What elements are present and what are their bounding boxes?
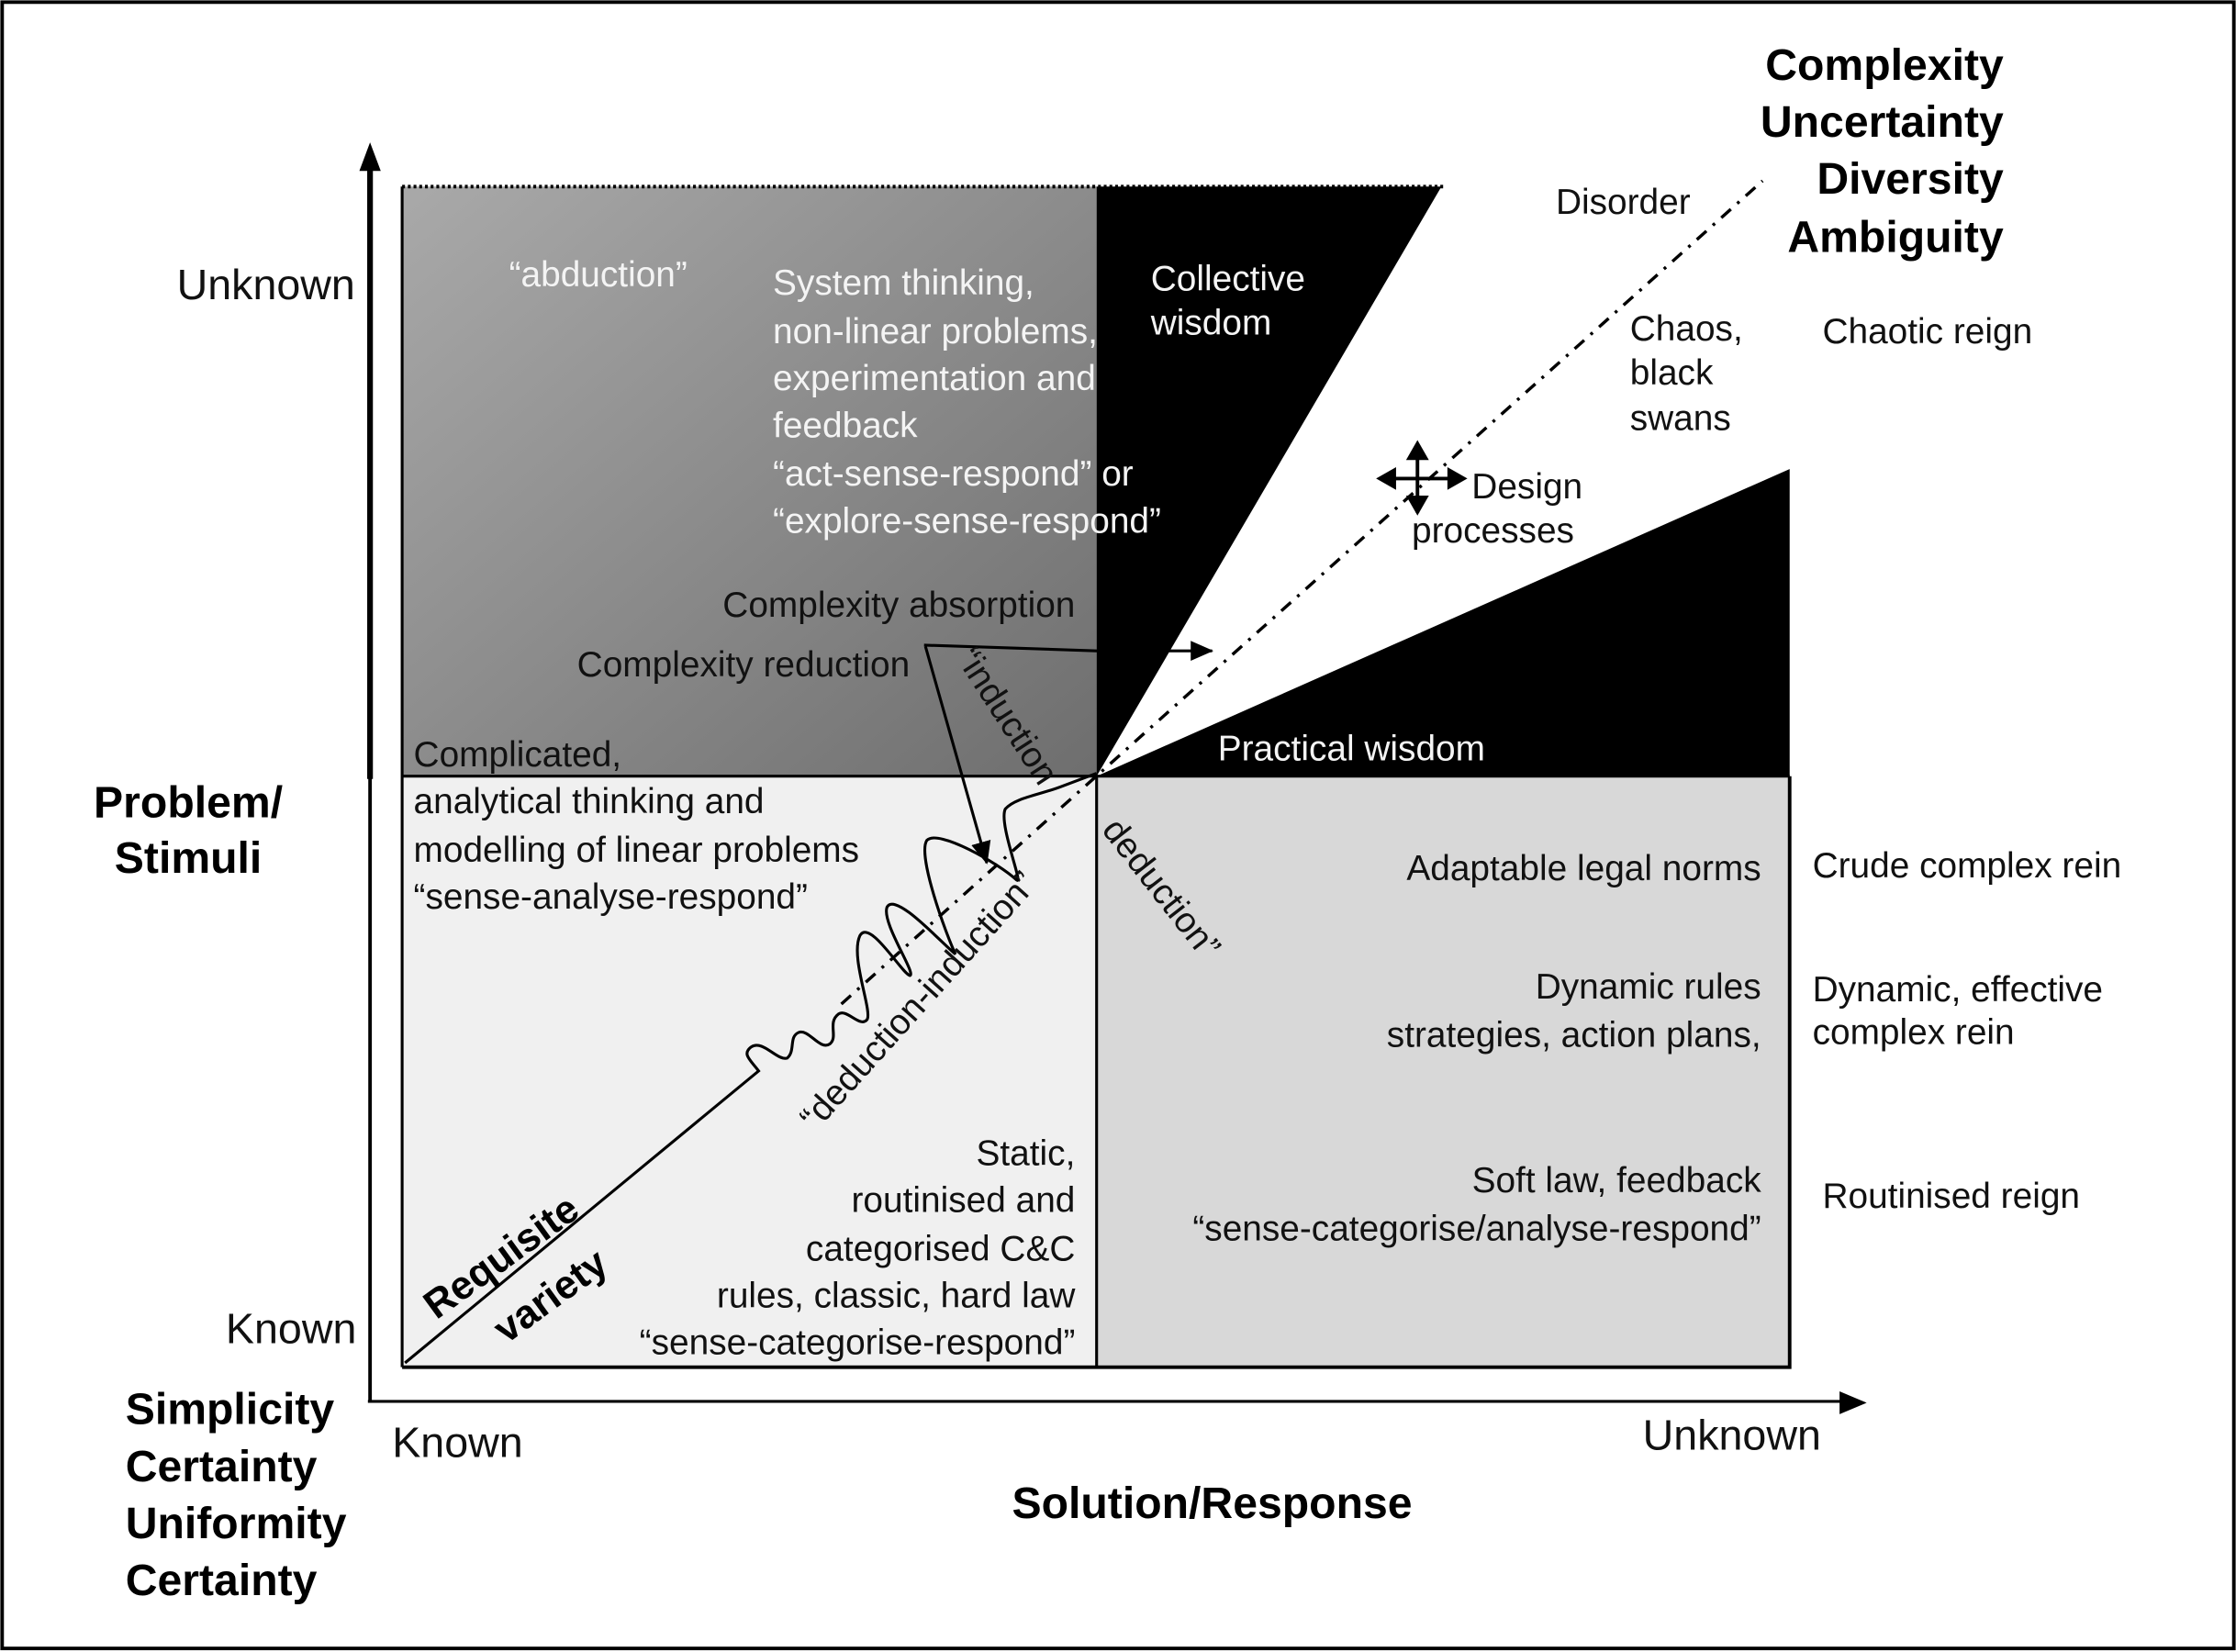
disorder-label: Disorder bbox=[1556, 183, 1691, 222]
chaos-line-1: Chaos, bbox=[1630, 309, 1743, 349]
soft-law-1: Soft law, feedback bbox=[1472, 1161, 1762, 1200]
crude-complex-rein-label: Crude complex rein bbox=[1813, 846, 2122, 886]
complicated-line-3: modelling of linear problems bbox=[414, 831, 860, 870]
static-line-3: categorised C&C bbox=[806, 1229, 1075, 1268]
complexity-absorption-arrow bbox=[923, 641, 1214, 661]
complicated-line-4: “sense-analyse-respond” bbox=[414, 877, 808, 917]
complexity-absorption-label: Complexity absorption bbox=[722, 586, 1075, 625]
chaotic-reign-label: Chaotic reign bbox=[1822, 312, 2032, 352]
static-line-1: Static, bbox=[977, 1133, 1076, 1173]
system-thinking-line-1: System thinking, bbox=[773, 263, 1034, 303]
adaptable-legal-norms: Adaptable legal norms bbox=[1406, 849, 1761, 888]
y-axis-arrowhead bbox=[359, 142, 381, 172]
y-axis-bottom-label: Known bbox=[226, 1304, 356, 1352]
dynamic-rules-1: Dynamic rules bbox=[1536, 967, 1761, 1007]
collective-wisdom-1: Collective bbox=[1151, 260, 1305, 299]
practical-wisdom-label: Practical wisdom bbox=[1218, 730, 1485, 769]
system-thinking-line-3: experimentation and bbox=[773, 359, 1096, 398]
quadrant-upper-left bbox=[402, 186, 1097, 776]
system-thinking-line-5: “act-sense-respond” or bbox=[773, 454, 1134, 494]
static-line-4: rules, classic, hard law bbox=[717, 1277, 1076, 1316]
x-axis-left-label: Known bbox=[392, 1418, 522, 1466]
abduction-label: “abduction” bbox=[509, 255, 688, 295]
design-processes-1: Design bbox=[1471, 467, 1582, 507]
corner-bottom-left-1: Simplicity bbox=[126, 1385, 335, 1434]
corner-bottom-left-2: Certainty bbox=[126, 1442, 318, 1491]
dynamic-effective-2: complex rein bbox=[1813, 1012, 2015, 1052]
soft-law-2: “sense-categorise/analyse-respond” bbox=[1192, 1210, 1761, 1249]
complexity-reduction-label: Complexity reduction bbox=[577, 645, 910, 685]
corner-top-right-3: Diversity bbox=[1817, 154, 2004, 204]
system-thinking-line-2: non-linear problems, bbox=[773, 312, 1098, 352]
design-processes-2: processes bbox=[1412, 511, 1574, 551]
corner-top-right-4: Ambiguity bbox=[1787, 213, 2004, 262]
chaos-line-2: black bbox=[1630, 353, 1714, 393]
dynamic-rules-2: strategies, action plans, bbox=[1387, 1016, 1761, 1055]
corner-top-right-2: Uncertainty bbox=[1761, 97, 2004, 147]
x-axis-title: Solution/Response bbox=[1012, 1479, 1412, 1528]
move-arrows-icon bbox=[1376, 440, 1468, 516]
system-thinking-line-6: “explore-sense-respond” bbox=[773, 501, 1161, 541]
corner-bottom-left-4: Certainty bbox=[126, 1556, 318, 1605]
requisite-variety-line bbox=[404, 772, 1098, 1365]
static-line-2: routinised and bbox=[852, 1181, 1076, 1221]
complicated-line-2: analytical thinking and bbox=[414, 782, 765, 821]
y-axis-top-label: Unknown bbox=[177, 261, 355, 308]
corner-bottom-left-3: Uniformity bbox=[126, 1499, 347, 1548]
quadrant-lower-right bbox=[1096, 776, 1790, 1367]
chaos-line-3: swans bbox=[1630, 399, 1731, 439]
collective-wisdom-2: wisdom bbox=[1150, 304, 1272, 343]
lower-box-border bbox=[402, 776, 1792, 1369]
y-axis-title-2: Stimuli bbox=[115, 833, 263, 883]
complicated-label: Complicated, bbox=[414, 735, 622, 775]
x-axis-arrowhead bbox=[1839, 1391, 1867, 1414]
complexity-reduction-arrow bbox=[923, 646, 991, 865]
x-axis-right-label: Unknown bbox=[1643, 1412, 1821, 1459]
disorder-dashdot-line bbox=[840, 179, 1764, 1006]
dynamic-effective-1: Dynamic, effective bbox=[1813, 970, 2103, 1010]
corner-top-right-1: Complexity bbox=[1765, 40, 2004, 90]
system-thinking-text: System thinking, non-linear problems, ex… bbox=[773, 263, 1161, 541]
routinised-reign-label: Routinised reign bbox=[1822, 1177, 2080, 1216]
y-axis-title-1: Problem/ bbox=[94, 778, 283, 828]
static-line-5: “sense-categorise-respond” bbox=[640, 1323, 1076, 1363]
system-thinking-line-4: feedback bbox=[773, 406, 918, 445]
